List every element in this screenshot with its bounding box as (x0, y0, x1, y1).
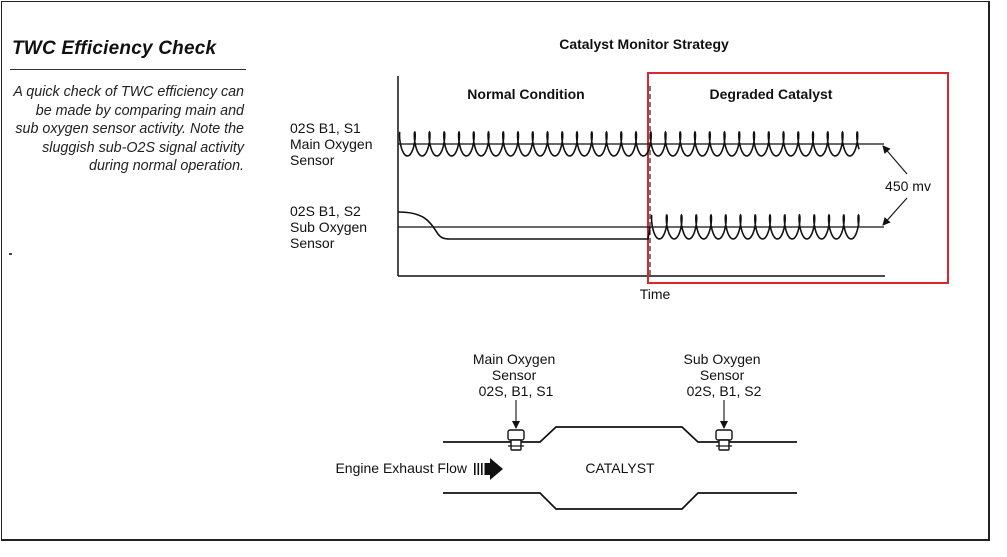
figure-frame (1, 1, 990, 541)
main-oxygen-sensor-label: Main Oxygen Sensor 02S, B1, S1 (473, 351, 559, 399)
sub-oxygen-sensor-icon (715, 429, 733, 451)
degraded-highlight-box (647, 72, 949, 284)
scan-mark (9, 253, 12, 255)
sidebar-description: A quick check of TWC efficiency can be m… (13, 84, 244, 175)
exhaust-flow-label: Engine Exhaust Flow (335, 460, 467, 476)
sub-sensor-degraded-signal (650, 213, 860, 240)
normal-condition-label: Normal Condition (467, 86, 584, 102)
sidebar-divider (10, 69, 246, 70)
sub-sensor-axis-label: 02S B1, S2 Sub Oxygen Sensor (290, 203, 371, 251)
voltage-arrow-down (882, 197, 908, 226)
sub-sensor-normal-signal (397, 211, 651, 240)
voltage-arrow-up (882, 145, 908, 175)
strategy-title: Catalyst Monitor Strategy (559, 36, 729, 52)
time-axis-label: Time (640, 286, 671, 302)
exhaust-pipe-upper-wall (443, 426, 797, 443)
degraded-catalyst-label: Degraded Catalyst (710, 86, 833, 102)
main-oxygen-sensor-icon (507, 429, 525, 451)
voltage-label: 450 mv (885, 178, 931, 194)
sidebar-title: TWC Efficiency Check (12, 38, 217, 59)
catalyst-label: CATALYST (585, 460, 655, 476)
sub-oxygen-sensor-label: Sub Oxygen Sensor 02S, B1, S2 (684, 351, 765, 399)
main-sensor-signal (398, 130, 860, 157)
exhaust-pipe-lower-wall (443, 492, 797, 510)
main-sensor-axis-label: 02S B1, S1 Main Oxygen Sensor (290, 120, 376, 168)
exhaust-flow-arrow-icon (474, 458, 503, 480)
